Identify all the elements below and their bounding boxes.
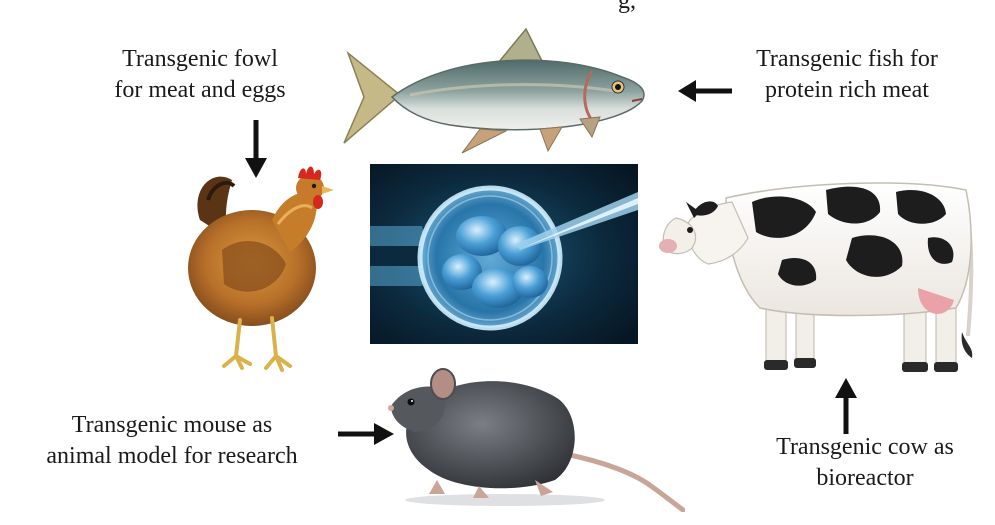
chicken-icon (182, 160, 342, 378)
cow-icon (656, 168, 978, 380)
mouse-icon (385, 362, 685, 512)
fish-icon (330, 25, 660, 160)
top-text-fragment: g, (618, 0, 636, 17)
embryo-microinjection-icon (370, 164, 638, 344)
mouse-label: Transgenic mouse as animal model for res… (22, 410, 322, 472)
cow-arrow-icon (834, 378, 858, 434)
fish-arrow-icon (678, 79, 732, 103)
mouse-label-line-1: Transgenic mouse as (22, 410, 322, 441)
fowl-label-line-2: for meat and eggs (84, 75, 316, 106)
mouse-label-line-2: animal model for research (22, 441, 322, 472)
cow-label-line-2: bioreactor (750, 463, 980, 494)
fowl-label-line-1: Transgenic fowl (84, 44, 316, 75)
fish-label-line-1: Transgenic fish for (722, 44, 972, 75)
cow-label-line-1: Transgenic cow as (750, 432, 980, 463)
fowl-label: Transgenic fowl for meat and eggs (84, 44, 316, 106)
fish-label: Transgenic fish for protein rich meat (722, 44, 972, 106)
cow-label: Transgenic cow as bioreactor (750, 432, 980, 494)
fish-label-line-2: protein rich meat (722, 75, 972, 106)
